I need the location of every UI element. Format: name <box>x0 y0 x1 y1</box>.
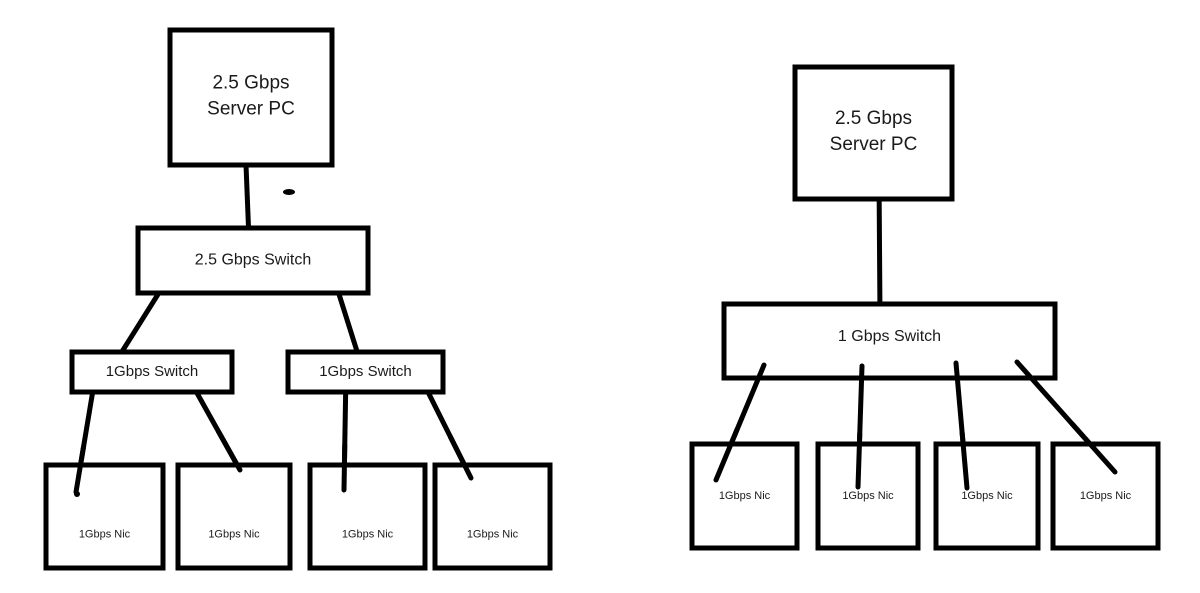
ink-speck-1 <box>283 189 295 195</box>
link-access-switch-2-to-nic-4-tail <box>447 434 474 481</box>
node-access-switch-1[interactable] <box>69 349 235 395</box>
node-server-pc-left-label-line2: Server PC <box>207 99 295 120</box>
node-nic-2-left[interactable] <box>175 462 293 571</box>
node-nic-3-right-label: 1Gbps Nic <box>961 490 1013 502</box>
link-access-switch-1-to-nic-2-tail <box>215 428 243 473</box>
node-nic-1-left[interactable] <box>43 462 166 571</box>
node-access-switch-2[interactable] <box>285 349 446 395</box>
node-nic-1-left-label: 1Gbps Nic <box>79 528 131 540</box>
node-access-switch-2-label: 1Gbps Switch <box>319 363 412 380</box>
node-server-pc-left-label-line1: 2.5 Gbps <box>212 73 289 94</box>
link-access-switch-1-to-nic-1-tail <box>73 443 87 495</box>
node-server-pc-left[interactable] <box>167 27 335 168</box>
link-switch-to-nic-4-right-tail <box>1069 421 1118 475</box>
node-nic-2-left-label: 1Gbps Nic <box>208 528 260 540</box>
node-switch-right[interactable] <box>721 301 1058 381</box>
link-switch-to-nic-1-right-tail <box>713 426 740 483</box>
link-switch-to-nic-3-right-tail <box>959 430 970 491</box>
node-server-pc-right-label-line2: Server PC <box>830 134 918 155</box>
node-nic-3-right[interactable] <box>933 441 1041 551</box>
node-server-pc-right-label-line1: 2.5 Gbps <box>835 108 912 129</box>
node-access-switch-1-label: 1Gbps Switch <box>106 363 199 380</box>
left-topology-group: 2.5 Gbps Server PC 2.5 Gbps Switch 1Gbps… <box>43 27 553 571</box>
link-access-switch-2-to-nic-3-tail <box>341 442 348 493</box>
node-nic-4-left[interactable] <box>432 462 553 571</box>
node-nic-2-right-label: 1Gbps Nic <box>842 490 894 502</box>
node-core-switch-left[interactable] <box>135 225 371 296</box>
ink-speck-2 <box>74 491 80 497</box>
link-switch-to-nic-2-right-tail <box>855 431 863 490</box>
right-topology-group: 2.5 Gbps Server PC 1 Gbps Switch 1Gbps N… <box>689 64 1161 551</box>
node-nic-1-right[interactable] <box>689 441 800 551</box>
node-nic-2-right[interactable] <box>815 441 921 551</box>
node-nic-3-left[interactable] <box>307 462 428 571</box>
node-nic-4-left-label: 1Gbps Nic <box>467 528 519 540</box>
node-core-switch-left-label: 2.5 Gbps Switch <box>195 252 312 269</box>
node-server-pc-right[interactable] <box>792 64 955 202</box>
node-nic-3-left-label: 1Gbps Nic <box>342 528 394 540</box>
node-nic-1-right-label: 1Gbps Nic <box>719 490 771 502</box>
node-nic-4-right-label: 1Gbps Nic <box>1080 490 1132 502</box>
node-switch-right-label: 1 Gbps Switch <box>838 328 941 345</box>
